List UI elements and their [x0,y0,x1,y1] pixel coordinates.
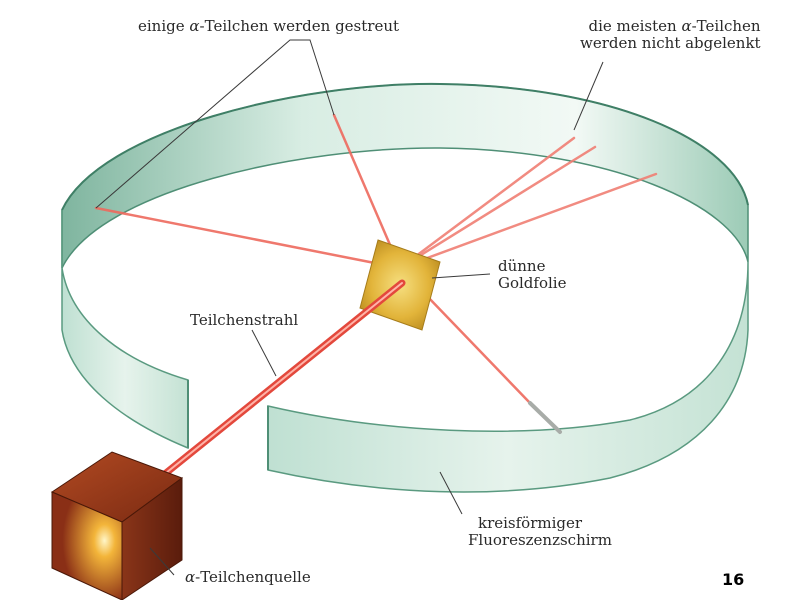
alpha-source-cube [50,451,184,600]
leader-source [149,547,175,576]
leader-beam [251,329,277,377]
label-undeflected: die meisten α-Teilchen werden nicht abge… [580,17,761,52]
ray-straight-3 [398,172,658,270]
screen-top-rim [61,82,749,211]
label-screen: kreisförmiger Fluoreszenzschirm [468,514,612,549]
screen-front-left-wall [61,210,189,450]
ray-straight-2 [398,145,597,270]
undeflected-rays [398,136,658,270]
ray-scatter-up [332,113,402,270]
label-source: α-Teilchenquelle [185,568,311,586]
ray-scatter-left [94,206,402,270]
screen-back-wall [61,83,749,269]
leader-screen [439,471,463,515]
label-scattered: einige α-Teilchen werden gestreut [138,17,400,35]
screen-front-right-wall [267,261,749,493]
label-foil: dünne Goldfolie [498,257,567,292]
cube-front [51,491,123,600]
ray-straight-1 [398,136,576,270]
label-beam: Teilchenstrahl [190,311,299,329]
leader-lines [95,39,604,576]
slide-number: 16 [722,570,745,589]
ray-scatter-down-trace [528,401,562,434]
leader-foil [431,273,491,279]
leader-scattered [95,39,335,209]
leader-undeflected [573,61,604,131]
